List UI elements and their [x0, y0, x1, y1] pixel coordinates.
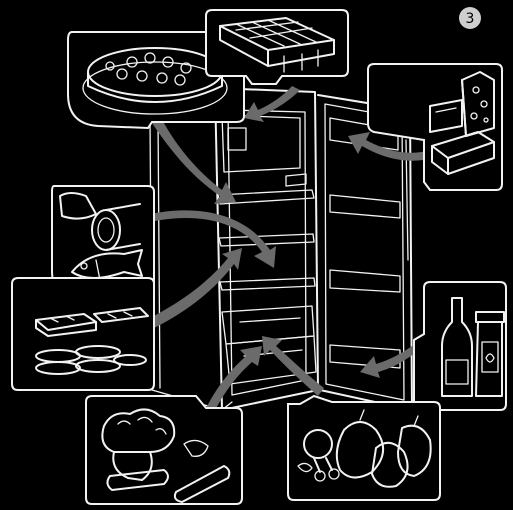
panel-ice-cube-tray: [206, 10, 348, 84]
panel-vegetables: [86, 396, 242, 504]
page-number-badge: 3: [459, 7, 481, 29]
panel-canned-fish: [52, 186, 154, 292]
panel-frozen-foods: [12, 278, 154, 390]
panel-wine-and-jars: [414, 282, 506, 410]
panel-fruit: [288, 396, 440, 500]
page-number: 3: [466, 11, 475, 27]
